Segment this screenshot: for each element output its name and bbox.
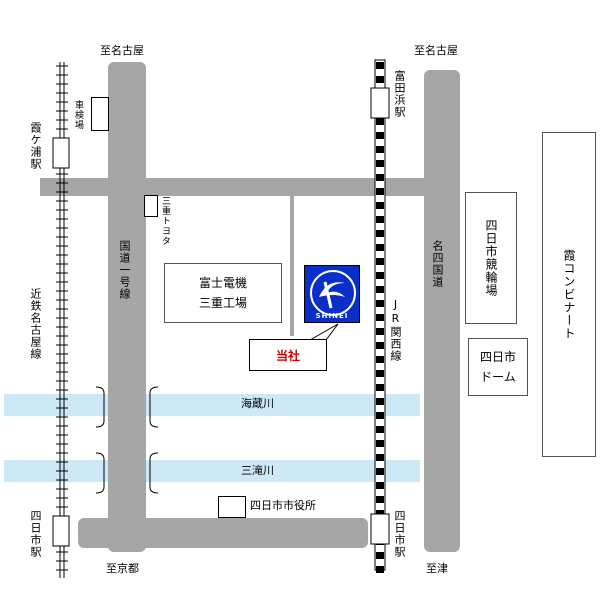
building-fuji-denki: 富士電機 三重工場: [164, 263, 282, 323]
railway-label-jr: JR関西線: [389, 298, 402, 362]
jr-check: [376, 356, 384, 363]
jr-check: [376, 258, 384, 265]
jr-check: [376, 426, 384, 433]
logo-text: SHINEI: [315, 312, 349, 320]
road-south-cross: [78, 518, 368, 548]
station-box-tomidahama: [370, 87, 390, 119]
road-meiyon: [424, 70, 460, 552]
building-yokkaichi-keirin: 四日市競輪場: [465, 192, 517, 324]
jr-check: [376, 202, 384, 209]
jr-check: [376, 76, 384, 83]
jr-line-checks: [376, 62, 384, 573]
place-box-shakenjo: [91, 97, 109, 131]
city-hall-label: 四日市市役所: [250, 499, 316, 512]
jr-check: [376, 552, 384, 559]
jr-check: [376, 160, 384, 167]
keirin-label: 四日市競輪場: [484, 219, 498, 297]
station-label-yokkaichi-jr: 四日市駅: [393, 510, 406, 558]
dome-name-1: 四日市: [479, 350, 516, 364]
jr-check: [376, 398, 384, 405]
company-logo: SHINEI: [304, 265, 360, 323]
station-label-tomidahama: 富田浜駅: [393, 70, 406, 118]
station-box-yokkaichi-jr: [370, 513, 390, 545]
jr-check: [376, 314, 384, 321]
direction-bottom-left: 至京都: [106, 562, 139, 575]
jr-check: [376, 286, 384, 293]
area-kasumi-conbinat: 霞コンビナート: [542, 132, 596, 457]
direction-top-left: 至名古屋: [100, 44, 144, 57]
jr-check: [376, 300, 384, 307]
jr-check: [376, 146, 384, 153]
jr-check: [376, 454, 384, 461]
jr-check: [376, 370, 384, 377]
station-box-yokkaichi-kintetsu: [52, 515, 70, 547]
station-box-kasumigaura: [52, 137, 70, 169]
jr-check: [376, 440, 384, 447]
river-label-mitaki: 三滝川: [241, 464, 274, 477]
jr-check: [376, 566, 384, 573]
railway-label-kintetsu: 近鉄名古屋線: [29, 288, 42, 360]
shinei-logo-icon: [310, 270, 356, 316]
fuji-denki-sub: 三重工場: [198, 296, 247, 310]
place-box-mie-toyota: [144, 195, 158, 217]
city-hall-box: [218, 496, 246, 518]
fuji-denki-name: 富士電機: [198, 276, 247, 290]
jr-check: [376, 244, 384, 251]
our-company-callout: 当社: [249, 339, 327, 371]
station-label-kasumigaura: 霞ケ浦駅: [29, 122, 42, 170]
jr-check: [376, 230, 384, 237]
jr-check: [376, 272, 384, 279]
jr-check: [376, 118, 384, 125]
road-small: [290, 196, 294, 336]
jr-check: [376, 342, 384, 349]
place-label-shakenjo: 車検場: [73, 100, 83, 130]
jr-check: [376, 482, 384, 489]
jr-check: [376, 412, 384, 419]
jr-check: [376, 328, 384, 335]
jr-check: [376, 174, 384, 181]
station-label-yokkaichi-kintetsu: 四日市駅: [29, 510, 42, 558]
direction-bottom-right: 至津: [426, 562, 448, 575]
jr-check: [376, 384, 384, 391]
jr-check: [376, 62, 384, 69]
place-label-mie-toyota: 三重トヨタ: [160, 196, 170, 246]
building-yokkaichi-dome: 四日市 ドーム: [468, 338, 528, 396]
jr-check: [376, 216, 384, 223]
road-label-route1: 国道一号線: [118, 240, 131, 300]
road-north-cross: [40, 178, 426, 196]
our-company-label: 当社: [275, 348, 300, 363]
jr-check: [376, 132, 384, 139]
river-label-kaizo: 海蔵川: [241, 397, 274, 410]
jr-check: [376, 496, 384, 503]
road-label-meiyon: 名四国道: [431, 240, 444, 288]
direction-top-right: 至名古屋: [414, 44, 458, 57]
kasumi-label: 霞コンビナート: [562, 249, 576, 340]
jr-check: [376, 188, 384, 195]
bridge-marks: [95, 386, 159, 494]
dome-name-2: ドーム: [480, 370, 516, 384]
jr-check: [376, 468, 384, 475]
